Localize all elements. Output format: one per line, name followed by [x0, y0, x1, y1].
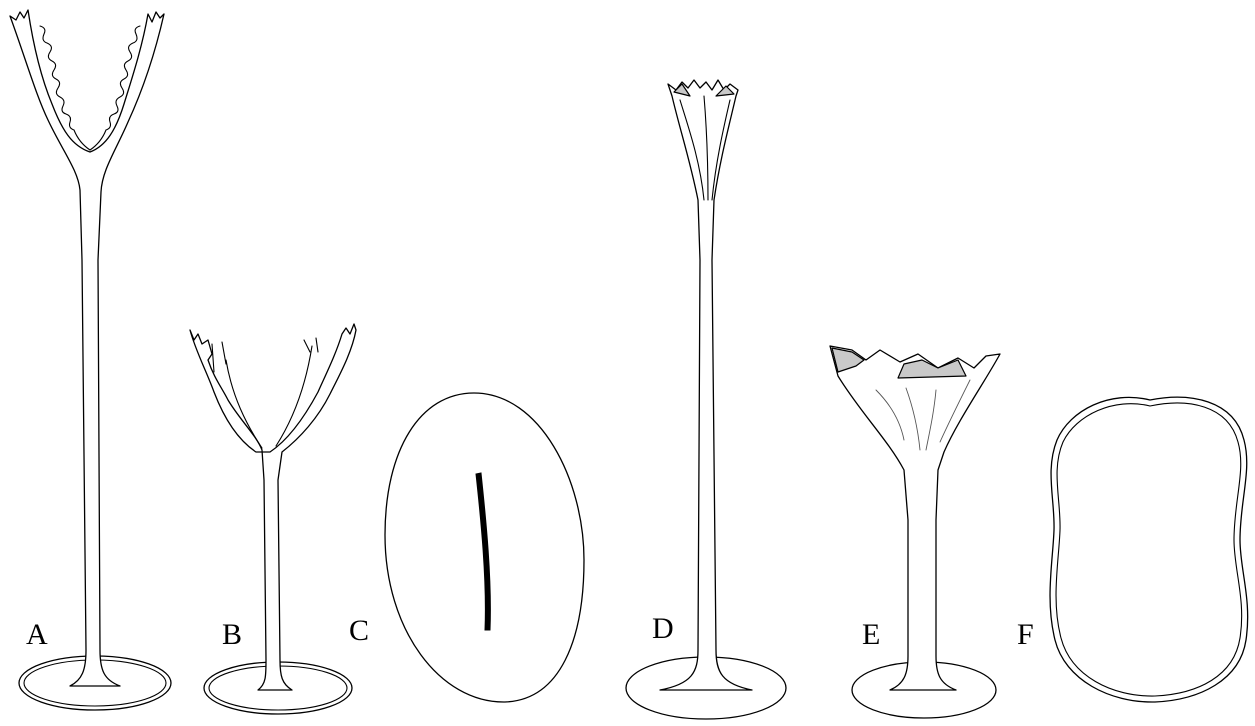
panel-label-c: C: [349, 616, 369, 646]
panel-c-drawing: [385, 393, 584, 702]
panel-label-e: E: [862, 620, 880, 650]
panel-d-drawing: [626, 80, 786, 719]
panel-a-drawing: [10, 10, 171, 710]
panel-a-stalk-and-calyx: [10, 10, 164, 686]
panel-e-goblet: [830, 346, 1000, 690]
panel-b-stalk-and-arms: [190, 324, 356, 690]
panel-b-arm-notches: [212, 338, 318, 372]
panel-label-f: F: [1017, 620, 1034, 650]
panel-e-drawing: [830, 346, 1000, 718]
panel-label-b: B: [222, 620, 242, 650]
panel-f-drawing: [1050, 397, 1248, 702]
panel-label-a: A: [26, 620, 48, 650]
panel-f-outline-outer: [1050, 397, 1248, 702]
panel-d-stalk-and-crown: [660, 80, 752, 690]
panel-label-d: D: [652, 614, 674, 644]
panel-b-drawing: [190, 324, 356, 714]
